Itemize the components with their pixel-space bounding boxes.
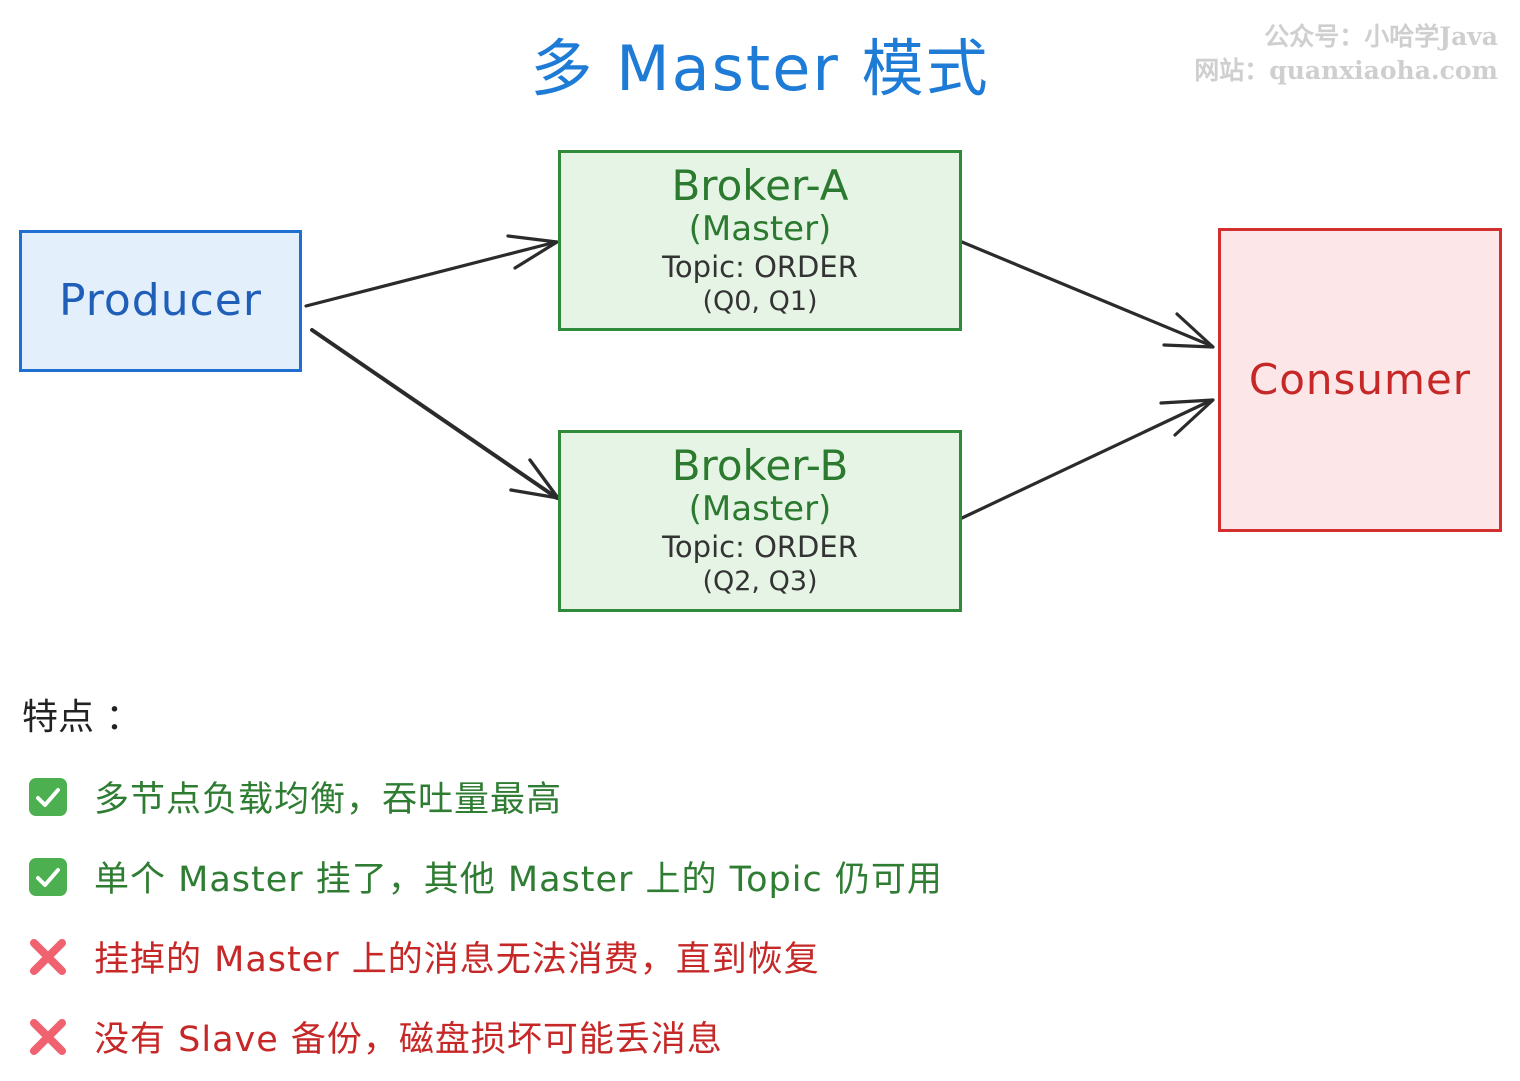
edge-broker-a-consumer xyxy=(960,240,1215,349)
arrow-head-icon xyxy=(1159,398,1215,437)
edge-producer-broker-a xyxy=(304,234,559,308)
watermark-account: 公众号：小哈学Java xyxy=(1264,22,1498,51)
feature-item-1: 多节点负载均衡，吞吐量最高 xyxy=(28,771,562,822)
consumer-label: Consumer xyxy=(1248,355,1472,404)
feature-item-4: 没有 Slave 备份，磁盘损坏可能丢消息 xyxy=(28,1011,723,1062)
check-mark-icon xyxy=(29,777,67,816)
broker-b-role: (Master) xyxy=(688,489,832,529)
broker-b-node: Broker-B (Master) Topic: ORDER (Q2, Q3) xyxy=(558,430,962,612)
consumer-node: Consumer xyxy=(1218,228,1502,532)
broker-b-topic: Topic: ORDER xyxy=(662,530,858,564)
features-heading: 特点 ： xyxy=(22,697,142,738)
feature-text: 挂掉的 Master 上的消息无法消费，直到恢复 xyxy=(94,940,820,980)
watermark: 公众号：小哈学Java 网站：quanxiaoha.com xyxy=(1194,20,1498,88)
arrow-line xyxy=(304,240,558,308)
page-title: 多 Master 模式 xyxy=(530,32,990,105)
arrow-head-icon xyxy=(1162,312,1215,349)
feature-text: 没有 Slave 备份，磁盘损坏可能丢消息 xyxy=(94,1020,723,1060)
feature-item-2: 单个 Master 挂了，其他 Master 上的 Topic 仍可用 xyxy=(28,851,943,902)
arrow-line xyxy=(310,328,559,500)
feature-text: 多节点负载均衡，吞吐量最高 xyxy=(94,780,563,820)
producer-label: Producer xyxy=(59,275,262,326)
check-mark-icon xyxy=(29,857,67,896)
broker-a-role: (Master) xyxy=(688,208,832,249)
broker-b-queues: (Q2, Q3) xyxy=(702,566,818,597)
arrow-line xyxy=(960,240,1214,348)
arrow-line xyxy=(960,398,1214,520)
edge-broker-b-consumer xyxy=(960,398,1215,520)
watermark-website: 网站：quanxiaoha.com xyxy=(1194,56,1498,85)
broker-b-label: Broker-B xyxy=(671,441,849,490)
broker-a-label: Broker-A xyxy=(671,160,849,210)
arrow-head-icon xyxy=(506,234,559,270)
producer-node: Producer xyxy=(19,230,302,372)
broker-a-queues: (Q0, Q1) xyxy=(702,285,818,317)
cross-mark-icon xyxy=(30,1018,66,1055)
features-section: 特点 ： xyxy=(22,690,141,746)
cross-mark-icon xyxy=(30,938,66,975)
broker-a-node: Broker-A (Master) Topic: ORDER (Q0, Q1) xyxy=(558,150,962,331)
feature-text: 单个 Master 挂了，其他 Master 上的 Topic 仍可用 xyxy=(94,860,943,900)
feature-item-3: 挂掉的 Master 上的消息无法消费，直到恢复 xyxy=(28,931,820,982)
broker-a-topic: Topic: ORDER xyxy=(662,249,858,284)
edge-producer-broker-b xyxy=(310,328,560,500)
